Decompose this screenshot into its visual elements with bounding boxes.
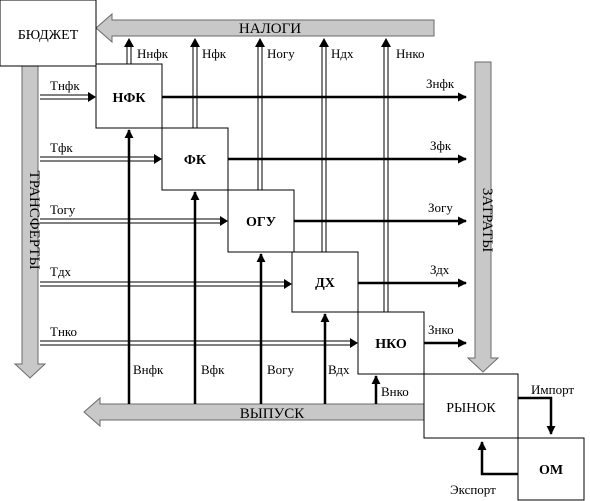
cost-label-fk: Зфк bbox=[430, 138, 452, 153]
costs-bar-label: ЗАТРАТЫ bbox=[479, 188, 495, 252]
sector-label-nko: НКО bbox=[375, 337, 407, 352]
cost-label-ogu: Зогу bbox=[428, 200, 453, 215]
cost-arrows bbox=[162, 92, 467, 348]
transfers-bar bbox=[13, 65, 47, 379]
om-box bbox=[517, 437, 585, 501]
sector-label-nfk: НФК bbox=[112, 91, 146, 106]
sector-label-ogu: ОГУ bbox=[246, 215, 276, 230]
output-label-ogu: Вогу bbox=[267, 362, 295, 377]
tax-arrows bbox=[126, 46, 389, 312]
tax-arrowheads bbox=[124, 38, 391, 47]
transfer-label-fk: Тфк bbox=[50, 140, 73, 155]
import-arrow bbox=[518, 396, 556, 435]
transfer-label-nfk: Тнфк bbox=[50, 78, 80, 93]
output-label-nko: Внко bbox=[381, 384, 409, 399]
tax-label-nko: Ннко bbox=[396, 46, 425, 61]
cost-label-nfk: Знфк bbox=[426, 76, 455, 91]
om-label: ОМ bbox=[539, 463, 563, 478]
budget-box bbox=[0, 0, 97, 67]
sector-box-dkh bbox=[291, 251, 359, 313]
transfers-bar-label: ТРАНСФЕРТЫ bbox=[26, 170, 42, 269]
tax-label-nfk: Ннфк bbox=[137, 46, 169, 61]
transfer-label-dkh: Тдх bbox=[50, 264, 72, 279]
taxes-bar-label: НАЛОГИ bbox=[239, 21, 301, 37]
output-bar-label: ВЫПУСК bbox=[240, 406, 306, 422]
market-label: РЫНОК bbox=[446, 401, 496, 416]
tax-label-ogu: Ногу bbox=[267, 46, 295, 61]
market-box bbox=[423, 373, 519, 439]
sector-label-fk: ФК bbox=[184, 153, 207, 168]
output-label-dkh: Вдх bbox=[328, 362, 350, 377]
export-arrow bbox=[477, 441, 518, 476]
transfer-label-nko: Тнко bbox=[50, 324, 77, 339]
transfer-label-ogu: Тогу bbox=[50, 202, 76, 217]
export-label: Экспорт bbox=[450, 482, 496, 497]
tax-label-dkh: Ндх bbox=[331, 46, 354, 61]
sector-box-nfk bbox=[95, 63, 163, 129]
cost-label-nko: Знко bbox=[428, 322, 454, 337]
output-label-nfk: Внфк bbox=[133, 362, 164, 377]
output-arrows bbox=[124, 129, 330, 404]
import-label: Импорт bbox=[531, 382, 574, 397]
tax-label-fk: Нфк bbox=[202, 46, 227, 61]
cost-label-dkh: Здх bbox=[430, 262, 450, 277]
sector-label-dkh: ДХ bbox=[315, 276, 335, 291]
costs-bar bbox=[466, 61, 500, 373]
output-label-fk: Вфк bbox=[201, 362, 225, 377]
budget-label: БЮДЖЕТ bbox=[18, 28, 79, 43]
taxes-bar bbox=[95, 12, 435, 44]
transfer-arrows bbox=[40, 94, 354, 346]
transfer-arrowheads bbox=[88, 92, 358, 348]
